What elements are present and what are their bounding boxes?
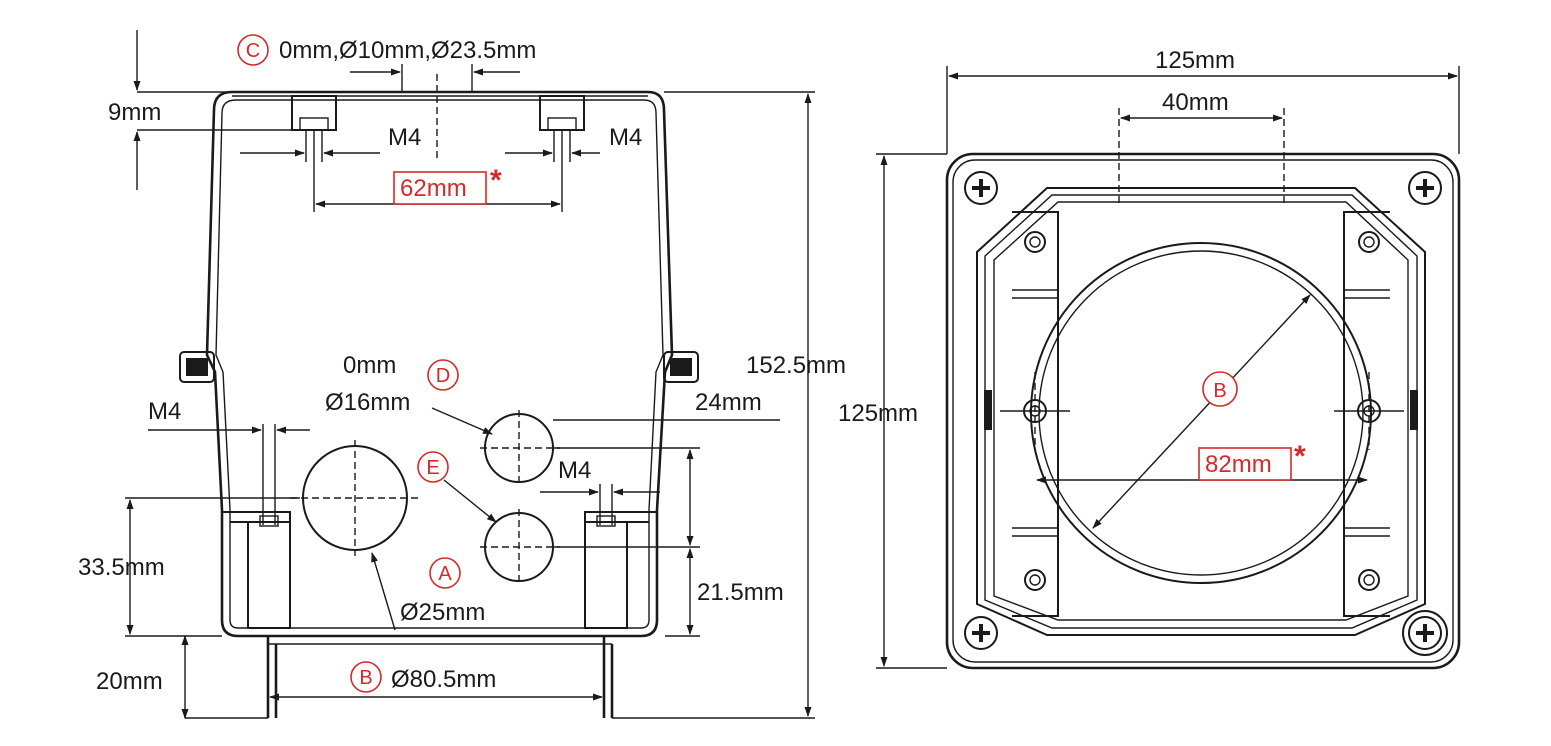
hole-spacing-label: 82mm — [1205, 451, 1272, 478]
top-labels: 125mm 40mm 125mm B 82mm * — [838, 47, 1306, 481]
top-offset-label: 9mm — [108, 99, 161, 126]
interior-ledge — [222, 511, 657, 629]
marker-d-circle — [427, 359, 459, 391]
mounting-plate — [945, 152, 1461, 670]
screw-top-right — [1408, 171, 1442, 205]
marker-a: A — [438, 563, 452, 585]
side-dimension-lines — [125, 30, 815, 719]
rail-right — [1334, 211, 1418, 617]
hole-spacing-asterisk: * — [1294, 440, 1306, 473]
screw-top-left — [964, 171, 998, 205]
hole-a — [290, 440, 420, 556]
marker-a-circle — [429, 557, 461, 589]
marker-c: C — [246, 40, 260, 62]
d-diameter-label: Ø16mm — [325, 389, 410, 416]
top-holes-label: 0mm,Ø10mm,Ø23.5mm — [279, 37, 536, 64]
boss-spacing-box — [393, 171, 487, 205]
hole-e — [480, 509, 560, 585]
d-offset-label: 0mm — [343, 352, 396, 379]
height-label: 125mm — [838, 400, 918, 427]
total-height-label: 152.5mm — [746, 352, 846, 379]
boss-spacing-label: 62mm — [400, 175, 467, 202]
screw-bottom-right — [1402, 610, 1448, 656]
side-labels: C 0mm,Ø10mm,Ø23.5mm 9mm M4 M4 62mm * 0mm… — [78, 34, 846, 695]
a-diameter-label: Ø25mm — [400, 599, 485, 626]
a-height-label: 33.5mm — [78, 554, 165, 581]
side-view: C 0mm,Ø10mm,Ø23.5mm 9mm M4 M4 62mm * 0mm… — [78, 30, 846, 719]
marker-e-circle — [417, 451, 449, 483]
hole-spacing-box — [1198, 447, 1292, 481]
marker-c-circle — [237, 34, 269, 66]
slot-spacing-label: 40mm — [1162, 89, 1229, 116]
thread-left-label: M4 — [388, 124, 421, 151]
side-latch-left — [179, 351, 215, 383]
top-view: 125mm 40mm 125mm B 82mm * — [838, 47, 1461, 670]
b-diameter-label: Ø80.5mm — [391, 666, 496, 693]
marker-e: E — [426, 457, 439, 479]
side-thread-label: M4 — [148, 398, 181, 425]
boss-spacing-asterisk: * — [490, 164, 502, 197]
marker-b: B — [359, 667, 372, 689]
e-height-label: 21.5mm — [697, 579, 784, 606]
e-thread-label: M4 — [558, 457, 591, 484]
rail-left — [984, 211, 1070, 617]
marker-d: D — [436, 365, 450, 387]
marker-b-circle — [350, 661, 382, 693]
marker-b-top-circle — [1202, 371, 1238, 407]
hole-d — [480, 410, 560, 486]
thread-right-label: M4 — [609, 124, 642, 151]
marker-b-top: B — [1213, 380, 1226, 402]
screw-bottom-left — [964, 616, 998, 650]
right-offset-label: 24mm — [695, 389, 762, 416]
width-label: 125mm — [1155, 47, 1235, 74]
spigot — [266, 636, 614, 718]
inner-frame — [976, 187, 1426, 636]
spigot-height-label: 20mm — [96, 668, 163, 695]
side-latch-right — [663, 351, 699, 383]
